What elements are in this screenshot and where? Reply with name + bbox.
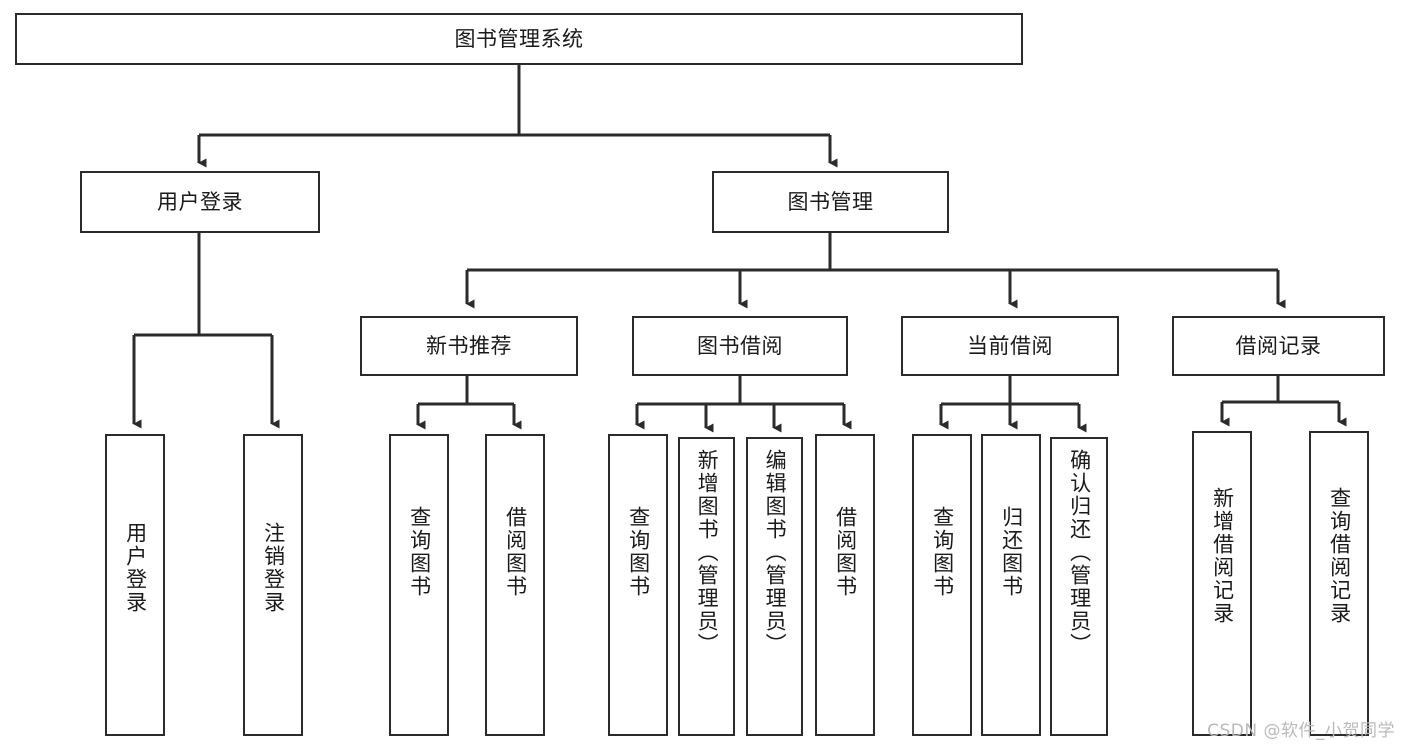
node-book-management[interactable]: 图书管理 — [712, 171, 949, 233]
node-leaf-logout-label: 注销登录 — [261, 522, 286, 614]
node-user-login-label: 用户登录 — [157, 189, 243, 214]
node-leaf-add-borrow-record-label: 新增借阅记录 — [1210, 487, 1235, 625]
node-leaf-edit-book-admin[interactable]: 编辑图书（管理员） — [746, 437, 803, 736]
node-leaf-query-borrow-record-label: 查询借阅记录 — [1327, 487, 1352, 625]
node-user-login[interactable]: 用户登录 — [80, 171, 320, 233]
node-leaf-query-borrow-record[interactable]: 查询借阅记录 — [1309, 431, 1369, 736]
node-leaf-return-book[interactable]: 归还图书 — [981, 434, 1041, 736]
node-new-book-recommend[interactable]: 新书推荐 — [360, 316, 578, 376]
node-leaf-user-login-label: 用户登录 — [123, 522, 148, 614]
node-root-label: 图书管理系统 — [454, 26, 584, 51]
node-leaf-borrow-book-recommend[interactable]: 借阅图书 — [485, 434, 545, 736]
node-leaf-add-book-admin[interactable]: 新增图书（管理员） — [678, 437, 735, 736]
node-book-borrow[interactable]: 图书借阅 — [632, 316, 848, 376]
node-leaf-borrow-book-recommend-label: 借阅图书 — [503, 506, 528, 598]
node-current-borrow[interactable]: 当前借阅 — [901, 316, 1119, 376]
node-leaf-add-book-admin-label: 新增图书（管理员） — [695, 449, 720, 656]
node-leaf-query-book-borrow[interactable]: 查询图书 — [608, 434, 668, 736]
node-borrow-record-label: 借阅记录 — [1235, 333, 1322, 358]
node-new-book-recommend-label: 新书推荐 — [426, 333, 512, 358]
node-book-management-label: 图书管理 — [787, 189, 874, 214]
node-leaf-borrow-book[interactable]: 借阅图书 — [815, 434, 875, 736]
node-leaf-borrow-book-label: 借阅图书 — [833, 506, 858, 598]
node-leaf-query-book-recommend[interactable]: 查询图书 — [389, 434, 449, 736]
node-leaf-logout[interactable]: 注销登录 — [243, 434, 303, 736]
node-current-borrow-label: 当前借阅 — [967, 333, 1053, 358]
node-leaf-add-borrow-record[interactable]: 新增借阅记录 — [1192, 431, 1252, 736]
node-root-book-management-system[interactable]: 图书管理系统 — [15, 13, 1023, 65]
node-leaf-query-book-recommend-label: 查询图书 — [407, 506, 432, 598]
node-leaf-query-book-borrow-label: 查询图书 — [626, 506, 651, 598]
node-book-borrow-label: 图书借阅 — [697, 333, 783, 358]
node-leaf-user-login[interactable]: 用户登录 — [105, 434, 165, 736]
node-leaf-confirm-return-admin-label: 确认归还（管理员） — [1067, 449, 1092, 656]
node-borrow-record[interactable]: 借阅记录 — [1172, 316, 1385, 376]
node-leaf-confirm-return-admin[interactable]: 确认归还（管理员） — [1050, 437, 1108, 736]
node-leaf-return-book-label: 归还图书 — [999, 506, 1024, 598]
node-leaf-query-book-current-label: 查询图书 — [930, 506, 955, 598]
node-leaf-query-book-current[interactable]: 查询图书 — [912, 434, 972, 736]
node-leaf-edit-book-admin-label: 编辑图书（管理员） — [763, 449, 788, 656]
